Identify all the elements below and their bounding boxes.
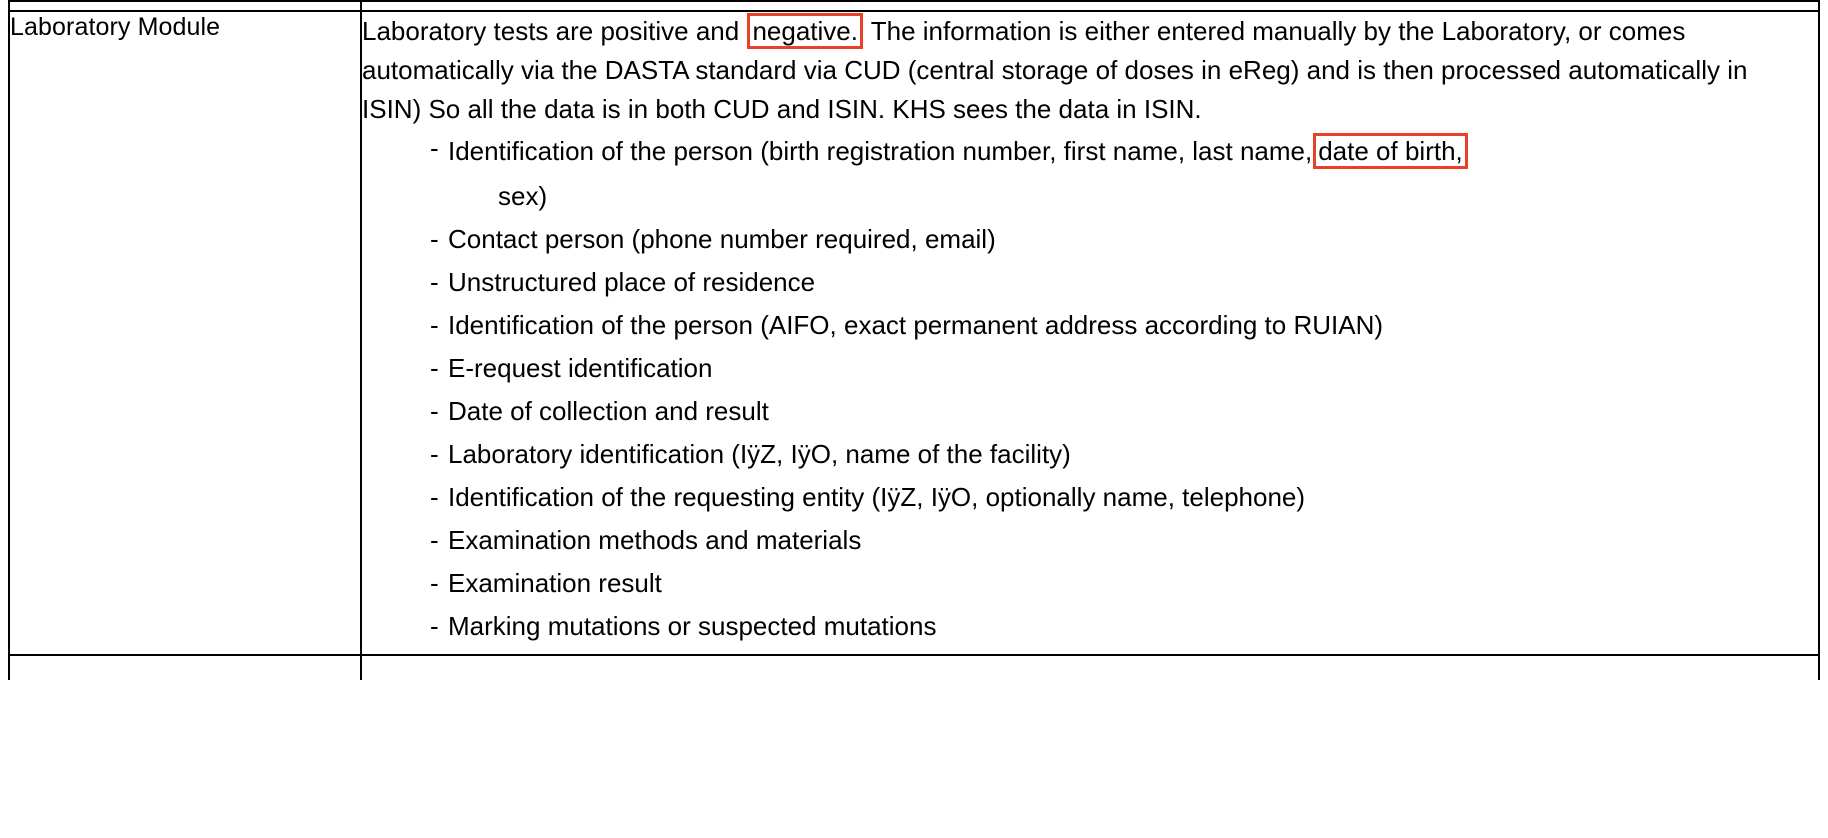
list-item-text: Unstructured place of residence (448, 267, 816, 297)
list-dash: - (430, 482, 439, 512)
list-dash: - (430, 611, 439, 641)
intro-paragraph: Laboratory tests are positive and negati… (362, 12, 1782, 129)
table-row-top-stub (8, 0, 1820, 12)
list-item-text: Date of collection and result (448, 396, 769, 426)
list-dash: - (430, 439, 439, 469)
list-item: -Examination result (430, 568, 1818, 598)
list-item-text: Examination result (448, 568, 662, 598)
list-item: -Identification of the person (AIFO, exa… (430, 310, 1818, 340)
list-item: -Contact person (phone number required, … (430, 224, 1818, 254)
list-item: -Laboratory identification (IÿZ, IÿO, na… (430, 439, 1818, 469)
list-item-text: Marking mutations or suspected mutations (448, 611, 937, 641)
list-item-text: Identification of the person (birth regi… (448, 136, 1313, 166)
list-dash: - (430, 396, 439, 426)
row-body-cell: Laboratory tests are positive and negati… (360, 10, 1820, 656)
stub-cell-label (8, 0, 362, 12)
list-dash: - (430, 525, 439, 555)
list-dash: - (430, 568, 439, 598)
list-item: -E-request identification (430, 353, 1818, 383)
document-table: Laboratory Module Laboratory tests are p… (8, 0, 1820, 680)
table-row-bottom-stub (8, 654, 1820, 680)
list-item-text: Identification of the requesting entity … (448, 482, 1306, 512)
list-item: -Identification of the requesting entity… (430, 482, 1818, 512)
highlight-date-of-birth: date of birth, (1313, 133, 1468, 169)
list-item-text: Contact person (phone number required, e… (448, 224, 996, 254)
list-dash: - (430, 310, 439, 340)
list-item-continuation: sex) (498, 181, 548, 211)
list-item-text: Identification of the person (AIFO, exac… (448, 310, 1384, 340)
list-item: -Identification of the person (birth reg… (430, 133, 1818, 211)
intro-part2: The information is either entered manual… (362, 16, 1748, 124)
highlight-negative: negative. (747, 13, 863, 49)
list-item: -Marking mutations or suspected mutation… (430, 611, 1818, 641)
list-item: -Examination methods and materials (430, 525, 1818, 555)
row-label-cell: Laboratory Module (8, 10, 362, 656)
list-dash: - (430, 267, 439, 297)
row-label-text: Laboratory Module (10, 13, 221, 41)
list-item-text: E-request identification (448, 353, 713, 383)
list-dash: - (430, 224, 439, 254)
list-item-text: Laboratory identification (IÿZ, IÿO, nam… (448, 439, 1071, 469)
list-dash: - (430, 133, 439, 163)
list-item-text: Examination methods and materials (448, 525, 862, 555)
list-dash: - (430, 353, 439, 383)
stub-cell-body-bottom (360, 654, 1820, 680)
stub-cell-body (360, 0, 1820, 12)
table-row: Laboratory Module Laboratory tests are p… (8, 10, 1820, 656)
list-item: -Date of collection and result (430, 396, 1818, 426)
list-item: -Unstructured place of residence (430, 267, 1818, 297)
stub-cell-label-bottom (8, 654, 362, 680)
intro-part1: Laboratory tests are positive and (362, 16, 747, 46)
requirements-list: -Identification of the person (birth reg… (362, 133, 1818, 641)
